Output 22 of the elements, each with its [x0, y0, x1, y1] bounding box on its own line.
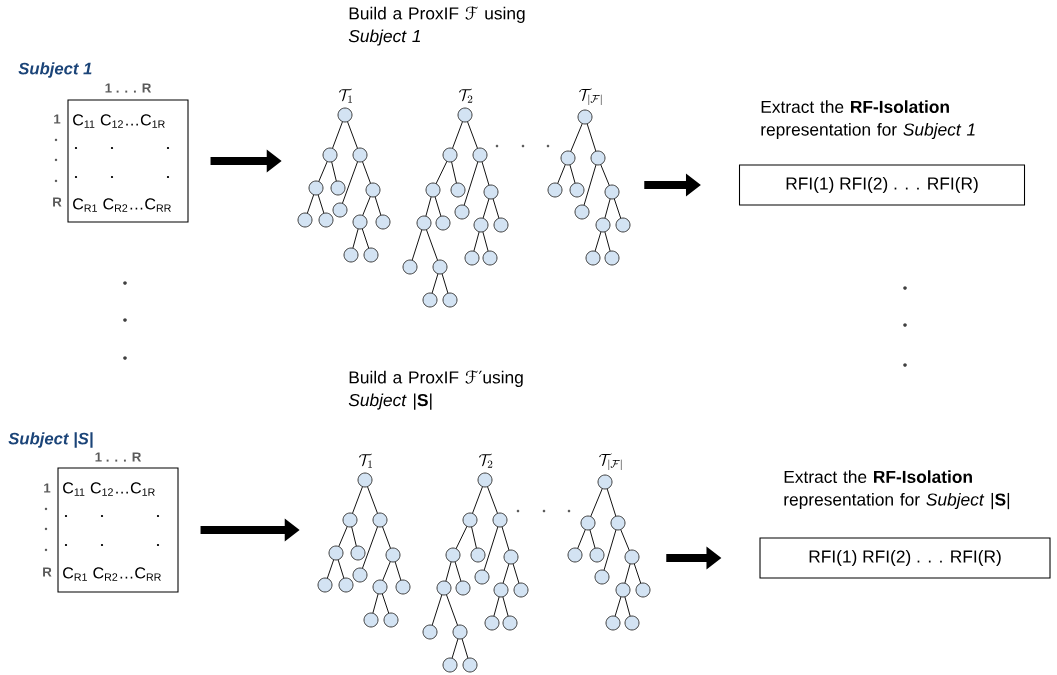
- tree-label: $\mathcal{T}_{1}$: [339, 88, 352, 103]
- tree-label: $\mathcal{T}_{2}$: [479, 453, 493, 468]
- column-index: 1 . . . R: [105, 83, 152, 93]
- row-index: R: [43, 567, 52, 577]
- tree-label: $\mathcal{T}_{|\mathcal{F}|}$: [579, 88, 602, 106]
- step-heading: Build a ProxIF ℱ using Subject 1: [348, 6, 525, 46]
- step-heading: Extract the RF-Isolation representation for Subject 1: [761, 100, 975, 140]
- tree-label: $\mathcal{T}_{1}$: [359, 453, 372, 468]
- matrix-box: C$_{11}$ C$_{12}$…C$_{1R}$ C$_{R1}$ C$_{R2}$…C$_{RR}$: [67, 99, 189, 223]
- column-index: 1 . . . R: [95, 452, 142, 462]
- rfi-box: RFI(1) RFI(2) . . . RFI(R): [738, 164, 1026, 206]
- rfi-box: RFI(1) RFI(2) . . . RFI(R): [759, 537, 1051, 579]
- step-heading: Build a ProxIF ℱ′using Subject |S|: [348, 370, 523, 410]
- tree-label: $\mathcal{T}_{|\mathcal{F}|}$: [599, 453, 622, 471]
- tree-label: $\mathcal{T}_{2}$: [459, 88, 473, 103]
- row-index: R: [53, 197, 62, 207]
- row-index: 1: [44, 483, 51, 493]
- row-index: 1: [54, 114, 61, 124]
- subject-heading: Subject |S|: [8, 432, 93, 448]
- matrix-box: C$_{11}$ C$_{12}$…C$_{1R}$ C$_{R1}$ C$_{R2}$…C$_{RR}$: [57, 467, 179, 593]
- step-heading: Extract the RF-Isolation representation for Subject |S|: [784, 470, 1010, 510]
- subject-heading: Subject 1: [18, 62, 92, 78]
